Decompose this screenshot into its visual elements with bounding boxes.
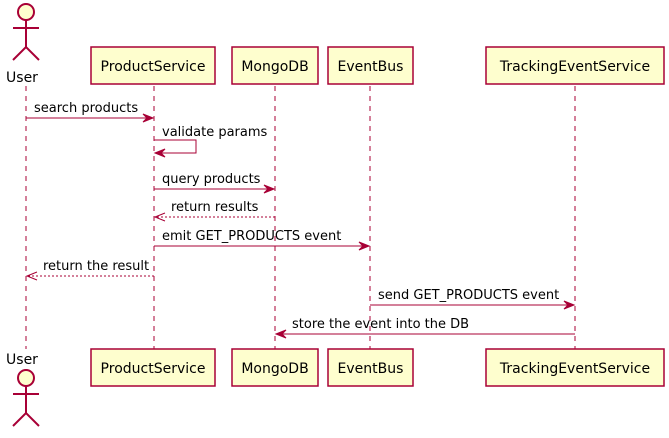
participant-label: ProductService [101, 59, 206, 75]
participant-label: TrackingEventService [499, 59, 650, 75]
message-label: return results [171, 200, 259, 215]
actor-head-icon [17, 3, 35, 21]
participant-box [90, 348, 216, 387]
actor-figure-icon [12, 369, 40, 427]
participant-box [327, 46, 414, 85]
actor-legs-icon [12, 45, 40, 61]
actor-label: User [6, 70, 38, 86]
participant-box [485, 46, 665, 85]
participant-box [231, 46, 319, 85]
arrowhead-icon [274, 329, 287, 339]
participant-label: TrackingEventService [499, 361, 650, 377]
participant-tracking-top: TrackingEventService [485, 46, 665, 85]
participant-bus-bottom: EventBus [327, 348, 414, 387]
participant-product-bottom: ProductService [90, 348, 216, 387]
message-label: validate params [162, 125, 268, 140]
arrowhead-icon [358, 241, 371, 251]
participants-top: User ProductService MongoDB EventBus Trackin… [6, 3, 665, 86]
participant-label: ProductService [101, 361, 206, 377]
message-label: return the result [43, 259, 149, 274]
participant-box [485, 348, 665, 387]
participant-label: MongoDB [241, 361, 308, 377]
arrowhead-icon [153, 212, 166, 222]
arrowhead-icon [263, 184, 276, 194]
actor-legs-icon [12, 411, 40, 427]
actor-head-icon [17, 369, 35, 387]
message-2: validate params [153, 125, 268, 158]
arrowhead-icon [142, 113, 155, 123]
participant-box [327, 348, 414, 387]
actor-figure-icon [12, 3, 40, 61]
message-line [154, 139, 197, 154]
actor-user-bottom: User [6, 352, 40, 427]
message-5: emit GET_PRODUCTS event [154, 229, 371, 251]
message-label: send GET_PRODUCTS event [378, 288, 559, 303]
actor-label: User [6, 352, 38, 368]
arrowhead-icon [25, 271, 38, 281]
participant-tracking-bottom: TrackingEventService [485, 348, 665, 387]
message-6: return the result [25, 259, 154, 281]
participant-bus-top: EventBus [327, 46, 414, 85]
participant-box [90, 46, 216, 85]
participant-label: EventBus [338, 361, 404, 377]
arrowhead-icon [153, 148, 166, 158]
message-7: send GET_PRODUCTS event [370, 288, 576, 310]
message-label: query products [162, 172, 261, 187]
participant-mongo-top: MongoDB [231, 46, 319, 85]
message-3: query products [154, 172, 276, 194]
message-label: store the event into the DB [292, 317, 469, 332]
message-8: store the event into the DB [274, 317, 575, 339]
message-label: search products [34, 101, 138, 116]
participant-mongo-bottom: MongoDB [231, 348, 319, 387]
participant-box [231, 348, 319, 387]
message-label: emit GET_PRODUCTS event [162, 229, 341, 244]
arrowhead-icon [563, 300, 576, 310]
participant-label: EventBus [338, 59, 404, 75]
participant-product-top: ProductService [90, 46, 216, 85]
lifelines [25, 86, 576, 349]
message-1: search products [26, 101, 155, 123]
message-4: return results [153, 200, 275, 222]
actor-user-top: User [6, 3, 40, 86]
messages: search products validate params query prod… [25, 101, 576, 339]
participant-label: MongoDB [241, 59, 308, 75]
